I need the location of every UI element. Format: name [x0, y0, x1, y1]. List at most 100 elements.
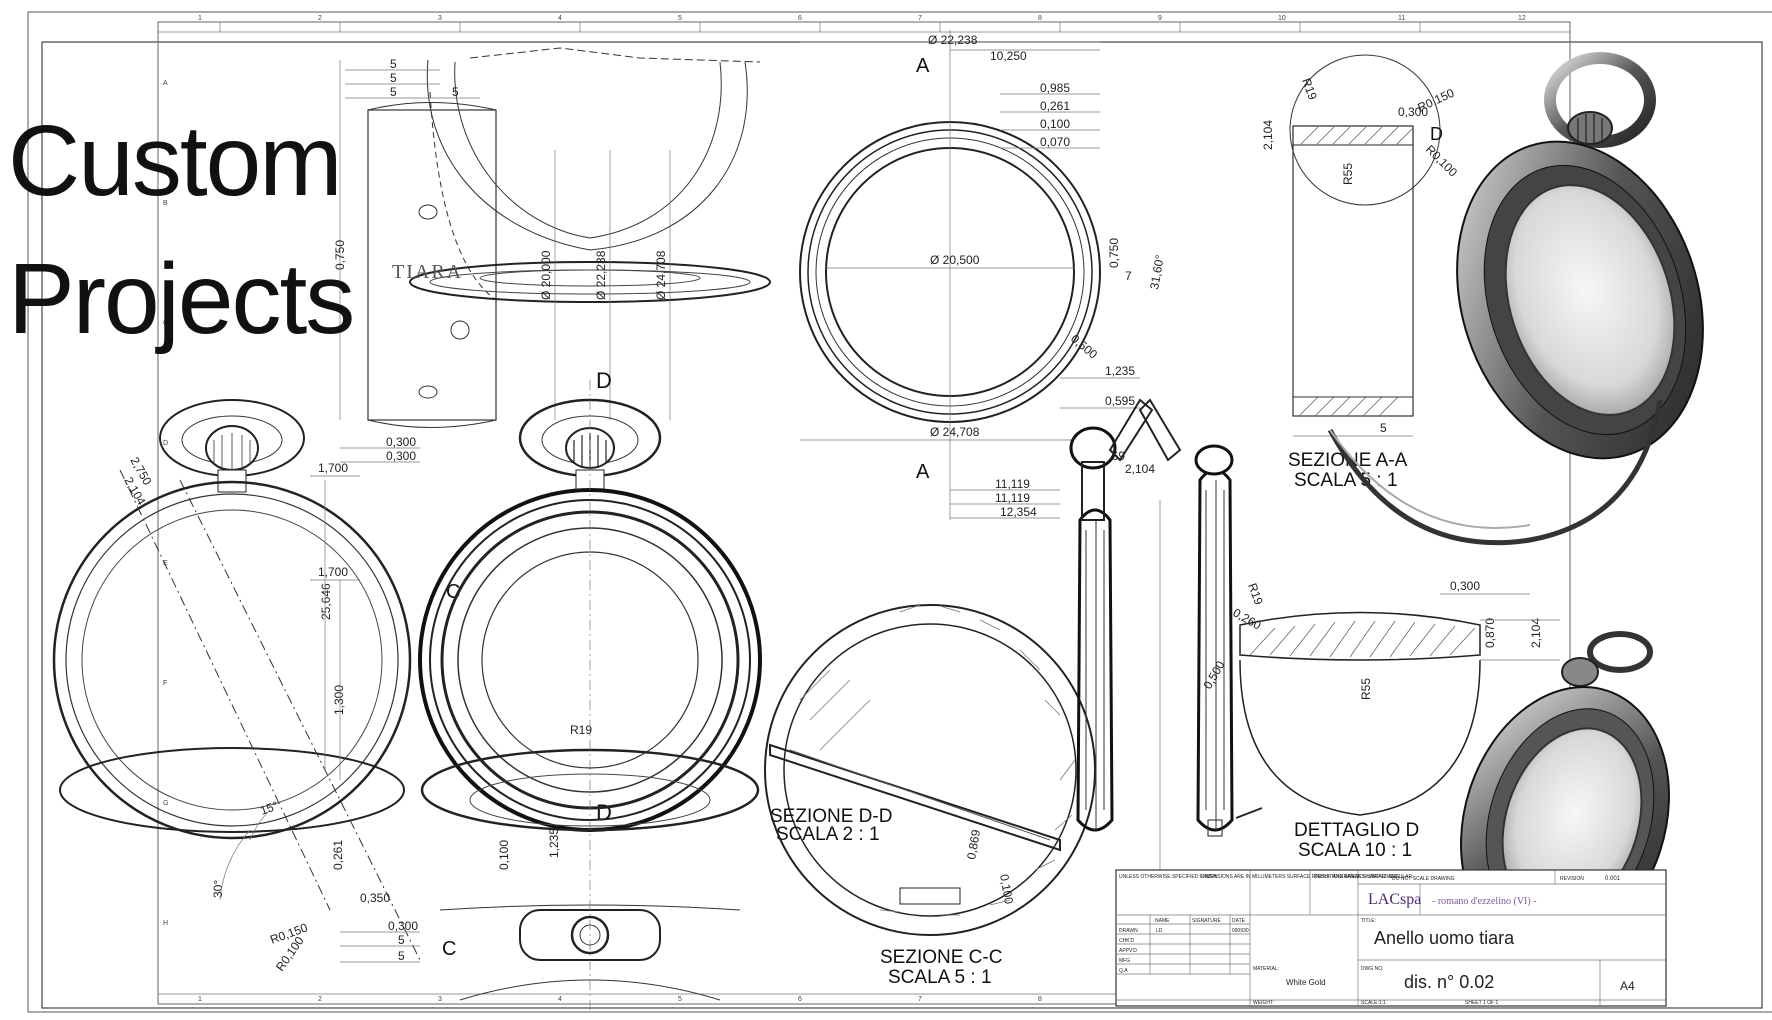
dim-label: 11,119: [995, 477, 1030, 491]
dim-label: 0,100: [497, 840, 511, 870]
section-marker-c: C: [442, 938, 456, 960]
ring-top-view: [367, 91, 497, 428]
section-marker-d: D: [1430, 124, 1443, 144]
dim-label: 1,235: [1105, 364, 1135, 378]
detail-d-title: DETTAGLIO D: [1294, 820, 1419, 841]
dim-label: 25,646: [319, 583, 333, 620]
section-dd-scale: SCALA 2 : 1: [776, 824, 880, 845]
dim-label: 0,300: [386, 449, 416, 463]
dim-label: R19: [1299, 76, 1320, 102]
dim-label: 0,595: [1105, 394, 1135, 408]
grid-col-label: 5: [678, 996, 682, 1003]
dim-label: 0,350: [360, 891, 390, 905]
dim-label: R19: [570, 723, 592, 737]
dim-label: 0,300: [1450, 579, 1480, 593]
title-block-title-label: TITLE:: [1361, 918, 1376, 924]
title-block-name: NAME: [1155, 918, 1170, 924]
dim-label: Ø 22,238: [928, 33, 978, 47]
grid-row-label: E: [163, 560, 168, 567]
dim-label: 5: [390, 71, 397, 85]
grid-col-label: 2: [318, 996, 322, 1003]
drawing-number: dis. n° 0.02: [1404, 972, 1494, 992]
dim-label: 1,700: [318, 461, 348, 475]
title-block-do-not-scale: DO NOT SCALE DRAWING: [1392, 876, 1455, 882]
grid-col-label: 8: [1038, 15, 1042, 22]
title-block-sheet: SHEET 1 OF 1: [1465, 1000, 1498, 1006]
drawing-title: Anello uomo tiara: [1374, 928, 1515, 948]
ring-hole: [418, 385, 438, 399]
grid-col-label: 1: [198, 996, 202, 1003]
section-aa-view: 0,300 R0,150 R0,100 2,104 R55 R19 5 D SE…: [1261, 54, 1460, 491]
dim-label: 30°: [211, 880, 225, 898]
grid-col-label: 9: [1158, 15, 1162, 22]
dim-label: 12,354: [1000, 505, 1037, 519]
grid-row-label: A: [163, 80, 168, 87]
title-block-qa: Q.A: [1119, 968, 1128, 974]
title-block-notes: UNLESS OTHERWISE SPECIFIED: DIMENSIONS A…: [1119, 874, 1414, 880]
title-block: UNLESS OTHERWISE SPECIFIED: DIMENSIONS A…: [1115, 869, 1667, 1007]
dim-label: 1,235: [547, 828, 561, 858]
grid-col-label: 7: [918, 15, 922, 22]
section-cc-scale: SCALA 5 : 1: [888, 967, 992, 988]
dim-label: Ø 24,708: [930, 425, 980, 439]
title-block-material-label: MATERIAL:: [1253, 966, 1279, 972]
watch-render-face: [1504, 184, 1676, 416]
watch-center-view: [418, 380, 762, 1010]
watch-left-view: [52, 399, 421, 961]
dim-label: Ø 20,500: [930, 253, 980, 267]
dim-label: R19: [1245, 581, 1266, 607]
ring-hole: [450, 320, 470, 340]
title-block-material: White Gold: [1286, 978, 1326, 987]
title-block-date: DATE: [1232, 918, 1246, 924]
ring-hole: [418, 204, 438, 220]
dim-label: R0,100: [1423, 142, 1460, 179]
dim-label: 5: [390, 85, 397, 99]
grid-col-label: 3: [438, 15, 442, 22]
section-marker-a: A: [916, 461, 930, 483]
title-block-drawn: DRAWN: [1119, 928, 1138, 934]
dim-label: 1,300: [332, 685, 346, 715]
ring-engraving: TIARA: [392, 261, 463, 283]
dim-label: 2,104: [1125, 462, 1155, 476]
dim-label: 7: [1125, 269, 1132, 283]
dim-label: 2,104: [1261, 120, 1275, 150]
title-block-dwg-label: DWG NO.: [1361, 966, 1384, 972]
dim-label: 0,870: [1483, 618, 1497, 648]
dim-label: 0,750: [333, 240, 347, 270]
dim-label: 5: [1380, 421, 1387, 435]
title-block-a4: A4: [1620, 979, 1635, 993]
title-block-signature: SIGNATURE: [1192, 918, 1221, 924]
section-marker-d: D: [596, 800, 612, 825]
grid-row-label: H: [163, 920, 168, 927]
title-block-deburr: DEBUR AND BREAK SHARP EDGES: [1314, 874, 1400, 880]
dim-label: 0,260: [1231, 605, 1264, 632]
dim-label: 0,261: [1040, 99, 1070, 113]
dim-label: 15°: [258, 798, 280, 817]
grid-col-label: 5: [678, 15, 682, 22]
dim-label: 11,119: [995, 491, 1030, 505]
dim-label: 5: [452, 85, 459, 99]
dim-label: 5: [390, 57, 397, 71]
dim-label: 10,250: [990, 49, 1027, 63]
title-block-revision-value: 0.001: [1605, 876, 1621, 882]
grid-col-label: 10: [1278, 15, 1286, 22]
dim-label: 2,104: [1529, 618, 1543, 648]
company-logo: LACspa: [1368, 891, 1421, 908]
grid-col-label: 1: [198, 15, 202, 22]
title-block-finish: FINISH:: [1200, 874, 1218, 880]
dim-label: 5: [398, 933, 405, 947]
title-block-drawn-date: 090930: [1232, 928, 1249, 934]
dim-label: 0,070: [1040, 135, 1070, 149]
title-block-chkd: CHK'D: [1119, 938, 1135, 944]
grid-col-label: 7: [918, 996, 922, 1003]
grid-row-label: G: [163, 800, 168, 807]
dim-label: 0,100: [997, 873, 1016, 905]
title-block-appvd: APPV'D: [1119, 948, 1137, 954]
ring-side-view: TIARA 0,750 Ø 20,000 Ø 22,238 Ø 24,708 5…: [333, 47, 771, 420]
dim-label: 1,700: [318, 565, 348, 579]
title-block-mfg: MFG: [1119, 958, 1130, 964]
grid-row-label: F: [163, 680, 167, 687]
dim-label: 0,300: [386, 435, 416, 449]
watch-case: [52, 480, 412, 840]
dim-label: 31,60°: [1147, 254, 1167, 291]
